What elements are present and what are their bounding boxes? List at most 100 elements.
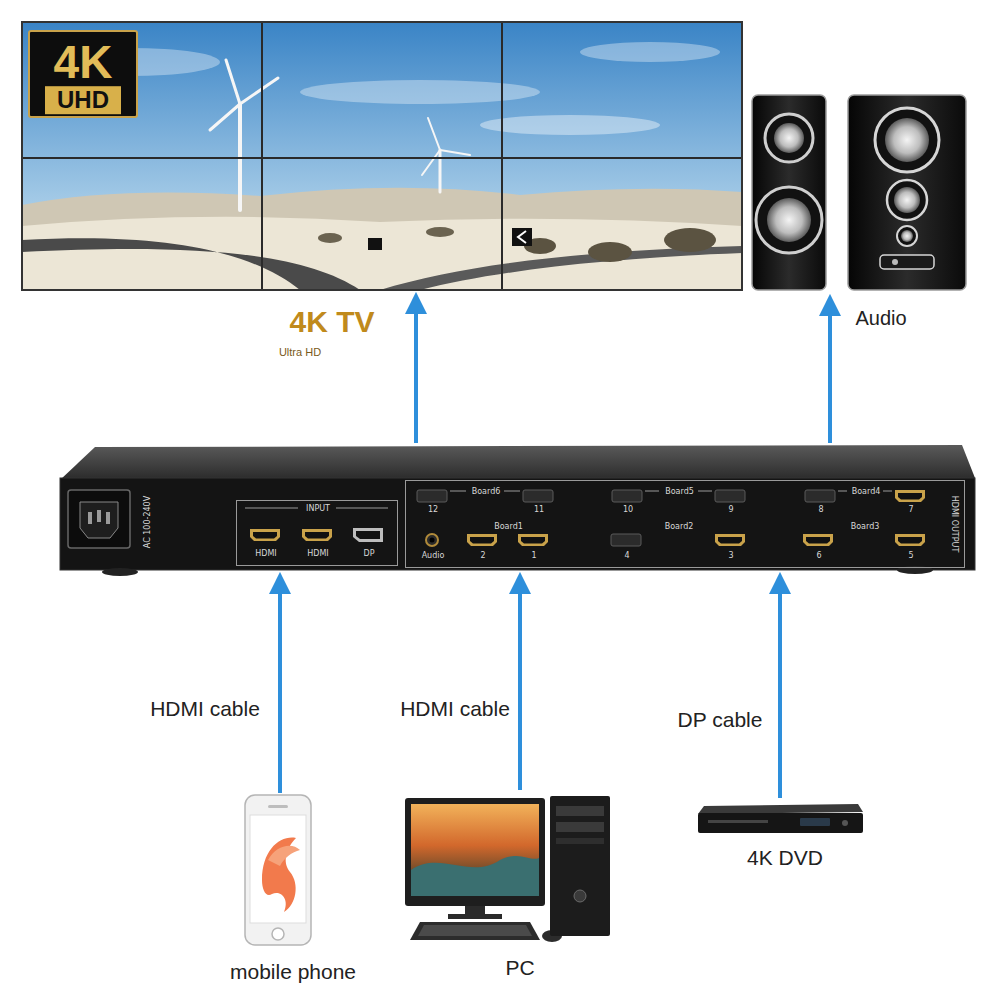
video-wall-picture-part: [210, 60, 470, 210]
badge-text: 4K: [54, 36, 113, 89]
port-label: Board1: [494, 522, 523, 531]
device-label: Audio: [855, 307, 906, 330]
mobile-phone-picture: [245, 795, 311, 945]
port-label: Board3: [851, 522, 880, 531]
speaker-pair: Audio: [750, 92, 970, 292]
dvd-player: 4K DVD: [698, 800, 863, 836]
video-wall-picture-part: [580, 42, 720, 62]
speakers-picture-part: [887, 180, 927, 220]
device-ports-part: [895, 490, 925, 502]
badge-band-text: UHD: [45, 86, 121, 114]
video-wall-picture-part-part: [422, 150, 440, 175]
video-wall-picture-part: [22, 217, 742, 290]
speakers-picture-part: [875, 108, 939, 172]
device-ports: [250, 490, 925, 546]
matrix-device-body-part: [97, 510, 101, 522]
port-label: 9: [728, 505, 733, 514]
port-label: HDMI OUTPUT: [949, 496, 958, 553]
matrix-device-body-part: [80, 502, 118, 538]
device-ports-part: [417, 490, 447, 502]
panel-brackets-part: [645, 491, 659, 492]
video-wall-picture-part: [22, 22, 742, 290]
video-wall-picture-part: [22, 22, 742, 290]
port-label: 11: [534, 505, 544, 514]
device-label: 4K DVD: [747, 846, 823, 870]
pc-picture-part: [411, 804, 539, 896]
output-panel: Board61211Board5109Board487AudioBoard121…: [405, 480, 965, 568]
matrix-device-body-part: [60, 478, 975, 570]
signal-arrow: [414, 306, 418, 443]
video-wall-picture-part: [22, 188, 742, 290]
video-wall-picture-part-part: [439, 150, 442, 192]
pc-picture-part: [410, 922, 540, 940]
port-label: 10: [623, 505, 633, 514]
panel-brackets-part: [450, 491, 466, 492]
tv-heading: 4K TV: [289, 305, 374, 340]
dvd-player-picture: [698, 804, 863, 833]
speakers-picture-part: [767, 198, 811, 242]
cable-label: HDMI cable: [398, 697, 512, 721]
speakers-picture-part: [765, 114, 813, 162]
panel-brackets-part: [883, 491, 892, 492]
port-label: 6: [816, 551, 821, 560]
device-label: PC: [505, 956, 534, 980]
device-ports-part: [353, 528, 383, 542]
speakers-picture-part: [894, 187, 920, 213]
speakers-picture-part: [756, 187, 822, 253]
input-panel: INPUTHDMIHDMIDP: [236, 500, 398, 566]
uhd-badge: 4KUHD: [28, 30, 138, 118]
mobile-phone-picture-part: [272, 928, 284, 940]
device-ports-part: [430, 538, 435, 543]
video-wall-picture-part: [22, 238, 360, 290]
signal-arrow: [278, 586, 282, 793]
matrix-device-body-part: [68, 490, 130, 548]
matrix-device-body-part: [60, 445, 975, 480]
video-wall-picture-part: [368, 238, 382, 250]
port-label: 7: [908, 505, 913, 514]
device-ports-part: [426, 534, 438, 546]
power-rating: AC 100-240V: [143, 496, 152, 548]
matrix-device-body-part: [106, 512, 110, 524]
pc-picture-part: [550, 796, 610, 936]
speakers-picture-part: [901, 230, 913, 242]
dvd-player-picture-part: [708, 820, 768, 823]
port-label: Audio: [422, 551, 445, 560]
video-wall-picture-part: [318, 233, 342, 243]
video-wall-picture-part-part: [428, 118, 440, 150]
device-ports-part: [895, 534, 925, 546]
pc-picture-part: [405, 798, 545, 906]
video-wall-picture-part: [380, 246, 742, 290]
mobile-phone-picture-part: [245, 795, 311, 945]
panel-brackets-part: [245, 508, 298, 509]
port-label: 4: [624, 551, 629, 560]
video-wall-picture-part-part: [226, 60, 240, 104]
port-label: Board2: [665, 522, 694, 531]
port-label: INPUT: [306, 504, 330, 513]
dvd-player-picture-part: [842, 820, 848, 826]
speakers-picture-part: [892, 259, 898, 265]
mobile-phone-picture-part: [268, 805, 288, 808]
speakers-picture: [752, 95, 966, 290]
dvd-player-picture-part: [698, 804, 863, 814]
matrix-device-body: [60, 445, 975, 576]
cable-label: DP cable: [676, 708, 765, 732]
port-label: 2: [480, 551, 485, 560]
video-wall-picture-part-part: [440, 150, 470, 155]
speakers-picture-part: [885, 118, 929, 162]
device-ports-part: [518, 534, 548, 546]
device-label: mobile phone: [230, 960, 356, 984]
video-wall-picture-part: [300, 80, 540, 104]
device-ports-part: [803, 534, 833, 546]
video-wall: 4K TVUltra HD4KUHD: [22, 22, 742, 290]
mobile-phone-picture-part: [250, 815, 306, 923]
video-wall-picture-part-part: [261, 22, 263, 290]
port-label: 5: [908, 551, 913, 560]
video-wall-picture: [22, 22, 742, 290]
video-wall-picture-part: [664, 228, 716, 252]
device-ports-part: [611, 534, 641, 546]
panel-brackets-part: [336, 508, 388, 509]
port-label: DP: [364, 549, 375, 558]
signal-arrow: [518, 586, 522, 790]
cable-label: HDMI cable: [148, 697, 262, 721]
video-wall-picture-part-part: [210, 104, 240, 130]
